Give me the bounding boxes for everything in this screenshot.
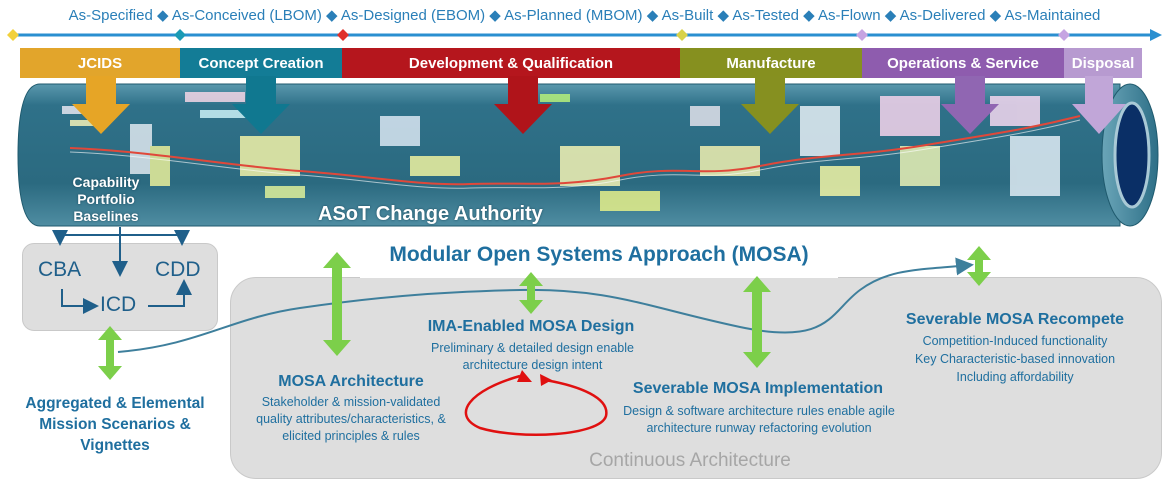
milestone-diamond-icon [7,29,19,41]
phase-disposal: Disposal [1064,48,1142,78]
severable-recompete-title: Severable MOSA Recompete [905,311,1125,328]
severable-recompete-text-3: Including affordability [956,370,1074,384]
phase-jcids: JCIDS [20,48,180,78]
down-arrow-icon [741,76,799,134]
mission-scenarios-label: Aggregated & Elemental Mission Scenarios… [25,395,205,454]
double-arrow-icon [743,276,771,368]
severable-implementation-text: Design & software architecture rules ena… [623,404,895,435]
down-arrow-icon [72,76,130,134]
mosa-architecture-text: Stakeholder & mission-validated quality … [256,395,446,443]
milestone-diamond-icon [856,29,868,41]
milestone-diamond-icon [676,29,688,41]
double-arrow-icon [519,272,543,314]
phase-manufacture: Manufacture [680,48,862,78]
down-arrow-icon [1072,76,1126,134]
mosa-architecture-title: MOSA Architecture [278,373,424,390]
milestone-diamond-icon [337,29,349,41]
capability-portfolio-label: Capability Portfolio Baselines [72,174,140,224]
mosa-title-box [360,232,838,278]
cba-label: CBA [38,258,82,281]
milestone-diamond-icon [1058,29,1070,41]
cdd-label: CDD [155,258,201,281]
requirements-connectors [52,227,192,314]
icd-label: ICD [100,293,137,316]
double-arrow-icon [323,252,351,356]
double-arrow-icon [98,326,122,380]
phase-down-arrows [72,76,1126,134]
severable-recompete-text-2: Key Characteristic-based innovation [914,352,1116,366]
down-arrow-icon [941,76,999,134]
asot-change-authority-label: ASoT Change Authority [318,203,543,225]
mosa-flow [98,246,991,436]
severable-recompete-text-1: Competition-Induced functionality [922,334,1108,348]
phase-concept-creation: Concept Creation [180,48,342,78]
double-arrow-icon [967,246,991,286]
lifecycle-timeline [7,29,1162,41]
ima-mosa-design-text: Preliminary & detailed design enable arc… [431,341,634,372]
continuous-architecture-area [230,277,1162,479]
severable-implementation-title: Severable MOSA Implementation [632,380,884,397]
down-arrow-icon [232,76,290,134]
asot-tube [17,83,1159,227]
phase-development-qualification: Development & Qualification [342,48,680,78]
milestone-diamond-icon [174,29,186,41]
continuous-architecture-label: Continuous Architecture [589,450,791,471]
lifecycle-banner: As-Specified ◆ As-Conceived (LBOM) ◆ As-… [68,7,1101,24]
phase-operations-service: Operations & Service [862,48,1064,78]
down-arrow-icon [494,76,552,134]
mosa-title: Modular Open Systems Approach (MOSA) [389,243,809,266]
ima-mosa-design-title: IMA-Enabled MOSA Design [427,318,635,335]
